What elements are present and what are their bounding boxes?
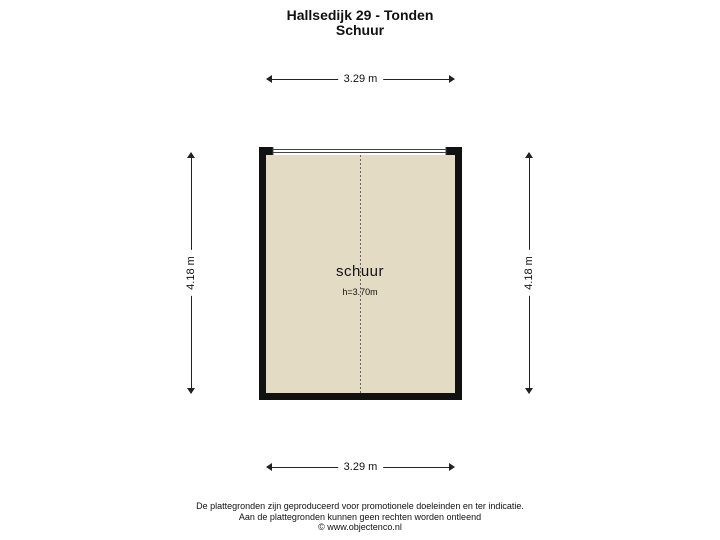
right-depth-dimension: 4.18 m — [522, 152, 536, 394]
bottom-width-label: 3.29 m — [337, 460, 384, 474]
top-width-label: 3.29 m — [337, 72, 384, 86]
room-height: h=3.70m — [342, 287, 378, 297]
arrow-left-icon — [266, 75, 272, 83]
arrow-up-icon — [187, 152, 195, 158]
top-width-dimension: 3.29 m — [266, 72, 455, 86]
shed-floor — [266, 155, 455, 393]
arrow-right-icon — [449, 75, 455, 83]
arrow-up-icon — [525, 152, 533, 158]
door-opening — [272, 147, 447, 155]
disclaimer-line-1: De plattegronden zijn geproduceerd voor … — [196, 501, 524, 511]
left-depth-dimension: 4.18 m — [184, 152, 198, 394]
disclaimer-line-2: Aan de plattegronden kunnen geen rechten… — [238, 512, 482, 522]
room-name: schuur — [335, 263, 385, 280]
arrow-left-icon — [266, 463, 272, 471]
copyright-link[interactable]: © www.objectenco.nl — [318, 522, 402, 532]
arrow-down-icon — [525, 388, 533, 394]
bottom-width-dimension: 3.29 m — [266, 460, 455, 474]
arrow-right-icon — [449, 463, 455, 471]
plan-subtitle: Schuur — [335, 22, 385, 38]
arrow-down-icon — [187, 388, 195, 394]
plan-title: Hallsedijk 29 - Tonden — [286, 7, 434, 23]
